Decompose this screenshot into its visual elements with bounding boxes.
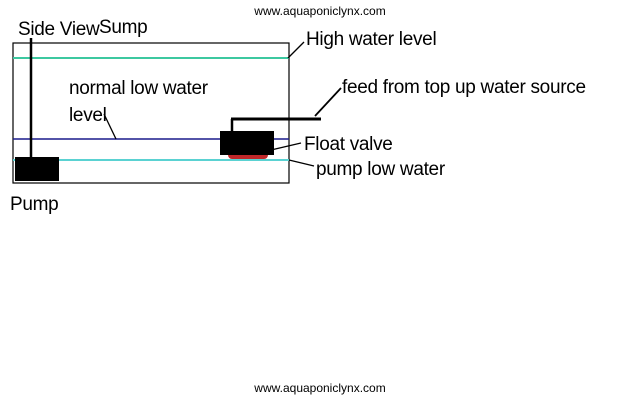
sump-tank: [12, 42, 290, 184]
pump-body: [15, 157, 59, 181]
feed-label: feed from top up water source: [342, 77, 586, 98]
pump-low-pointer: [288, 159, 315, 167]
normal-low-water-label-line2: level: [69, 105, 107, 126]
pump-label: Pump: [10, 194, 58, 215]
normal-low-pointer: [103, 113, 117, 140]
normal-low-water-label-line1: normal low water: [69, 78, 209, 99]
feed-pointer: [314, 87, 342, 117]
site-url-bottom: www.aquaponiclynx.com: [254, 381, 386, 395]
pump-low-water-label: pump low water: [316, 159, 446, 180]
high-water-label: High water level: [306, 29, 436, 50]
float-valve-body: [220, 131, 274, 155]
side-view-label: Side View: [18, 19, 100, 40]
site-url-top: www.aquaponiclynx.com: [254, 4, 386, 18]
float-valve-label: Float valve: [304, 134, 393, 155]
high-water-pointer: [287, 41, 305, 59]
sump-label: Sump: [99, 17, 147, 38]
float-valve-pointer: [270, 142, 302, 151]
